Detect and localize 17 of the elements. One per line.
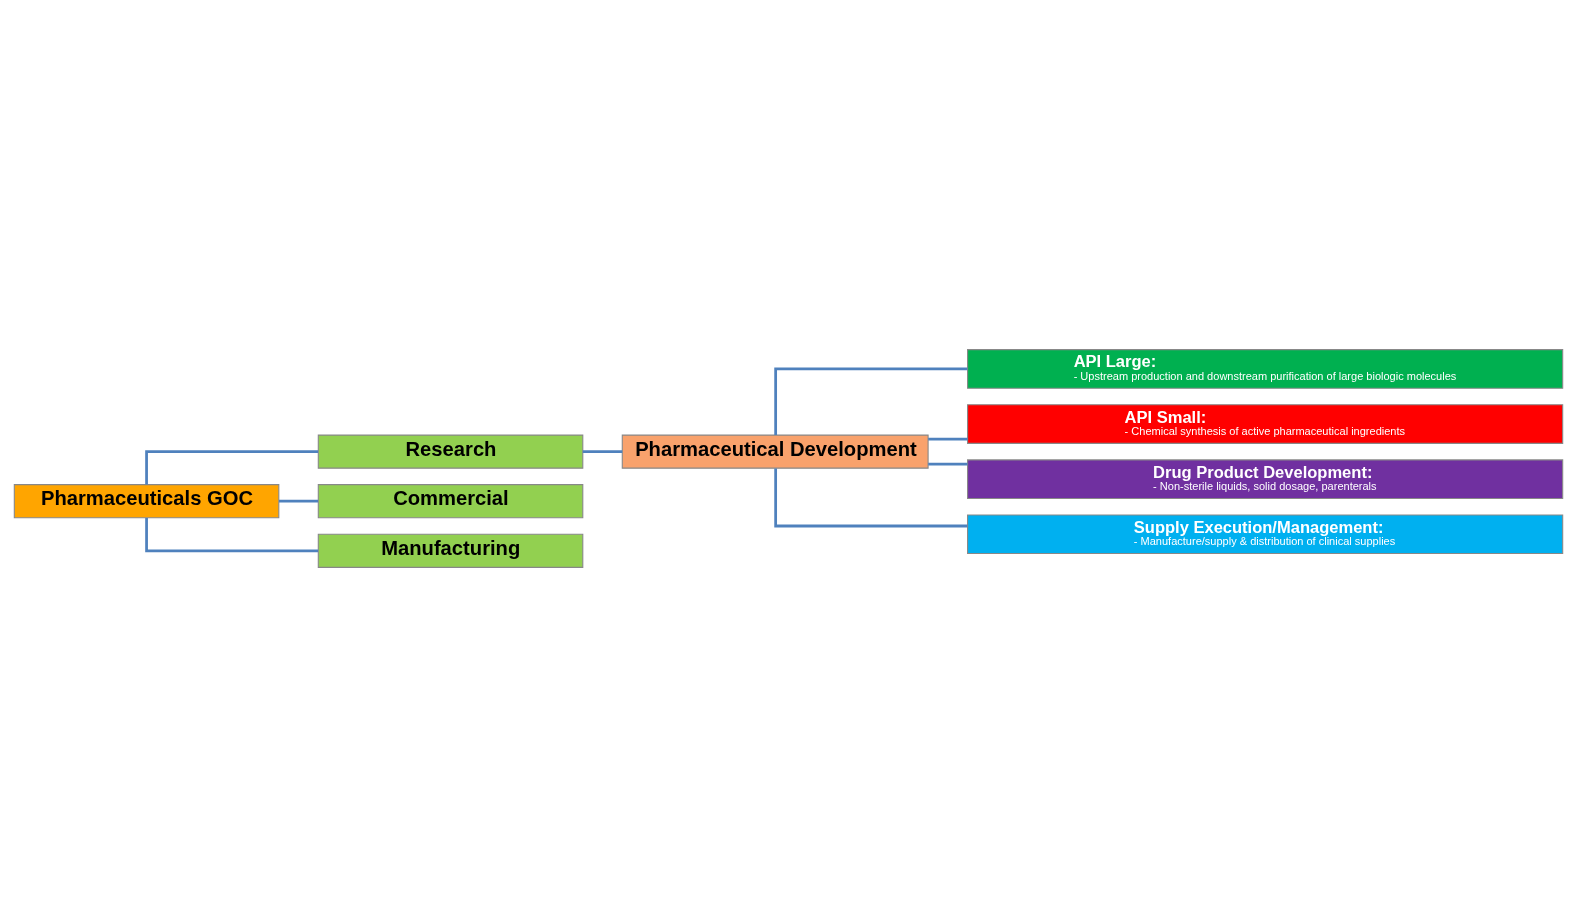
node-box: API Large: - Upstream production and downstream purification of large biologic molecules: [967, 349, 1564, 389]
connector: [582, 450, 623, 453]
node-box: Pharmaceutical Development: [621, 434, 929, 469]
connector: [279, 499, 319, 503]
node-box: Manufacturing: [317, 533, 584, 568]
connector: [928, 462, 968, 466]
connector: [928, 437, 968, 441]
node-box: Pharmaceuticals GOC: [13, 484, 280, 519]
connector: [145, 518, 319, 553]
connector: [145, 450, 319, 485]
node-box: Supply Execution/Management: - Manufacture/supply & distribution of clinical supplies: [967, 514, 1564, 555]
connector: [774, 468, 968, 528]
node-box: Commercial: [317, 484, 584, 519]
node-box: Research: [317, 434, 584, 469]
node-box: Drug Product Development: - Non-sterile liquids, solid dosage, parenterals: [967, 459, 1564, 499]
node-box: API Small: - Chemical synthesis of active pharmaceutical ingredients: [967, 404, 1564, 444]
connector: [774, 367, 968, 435]
